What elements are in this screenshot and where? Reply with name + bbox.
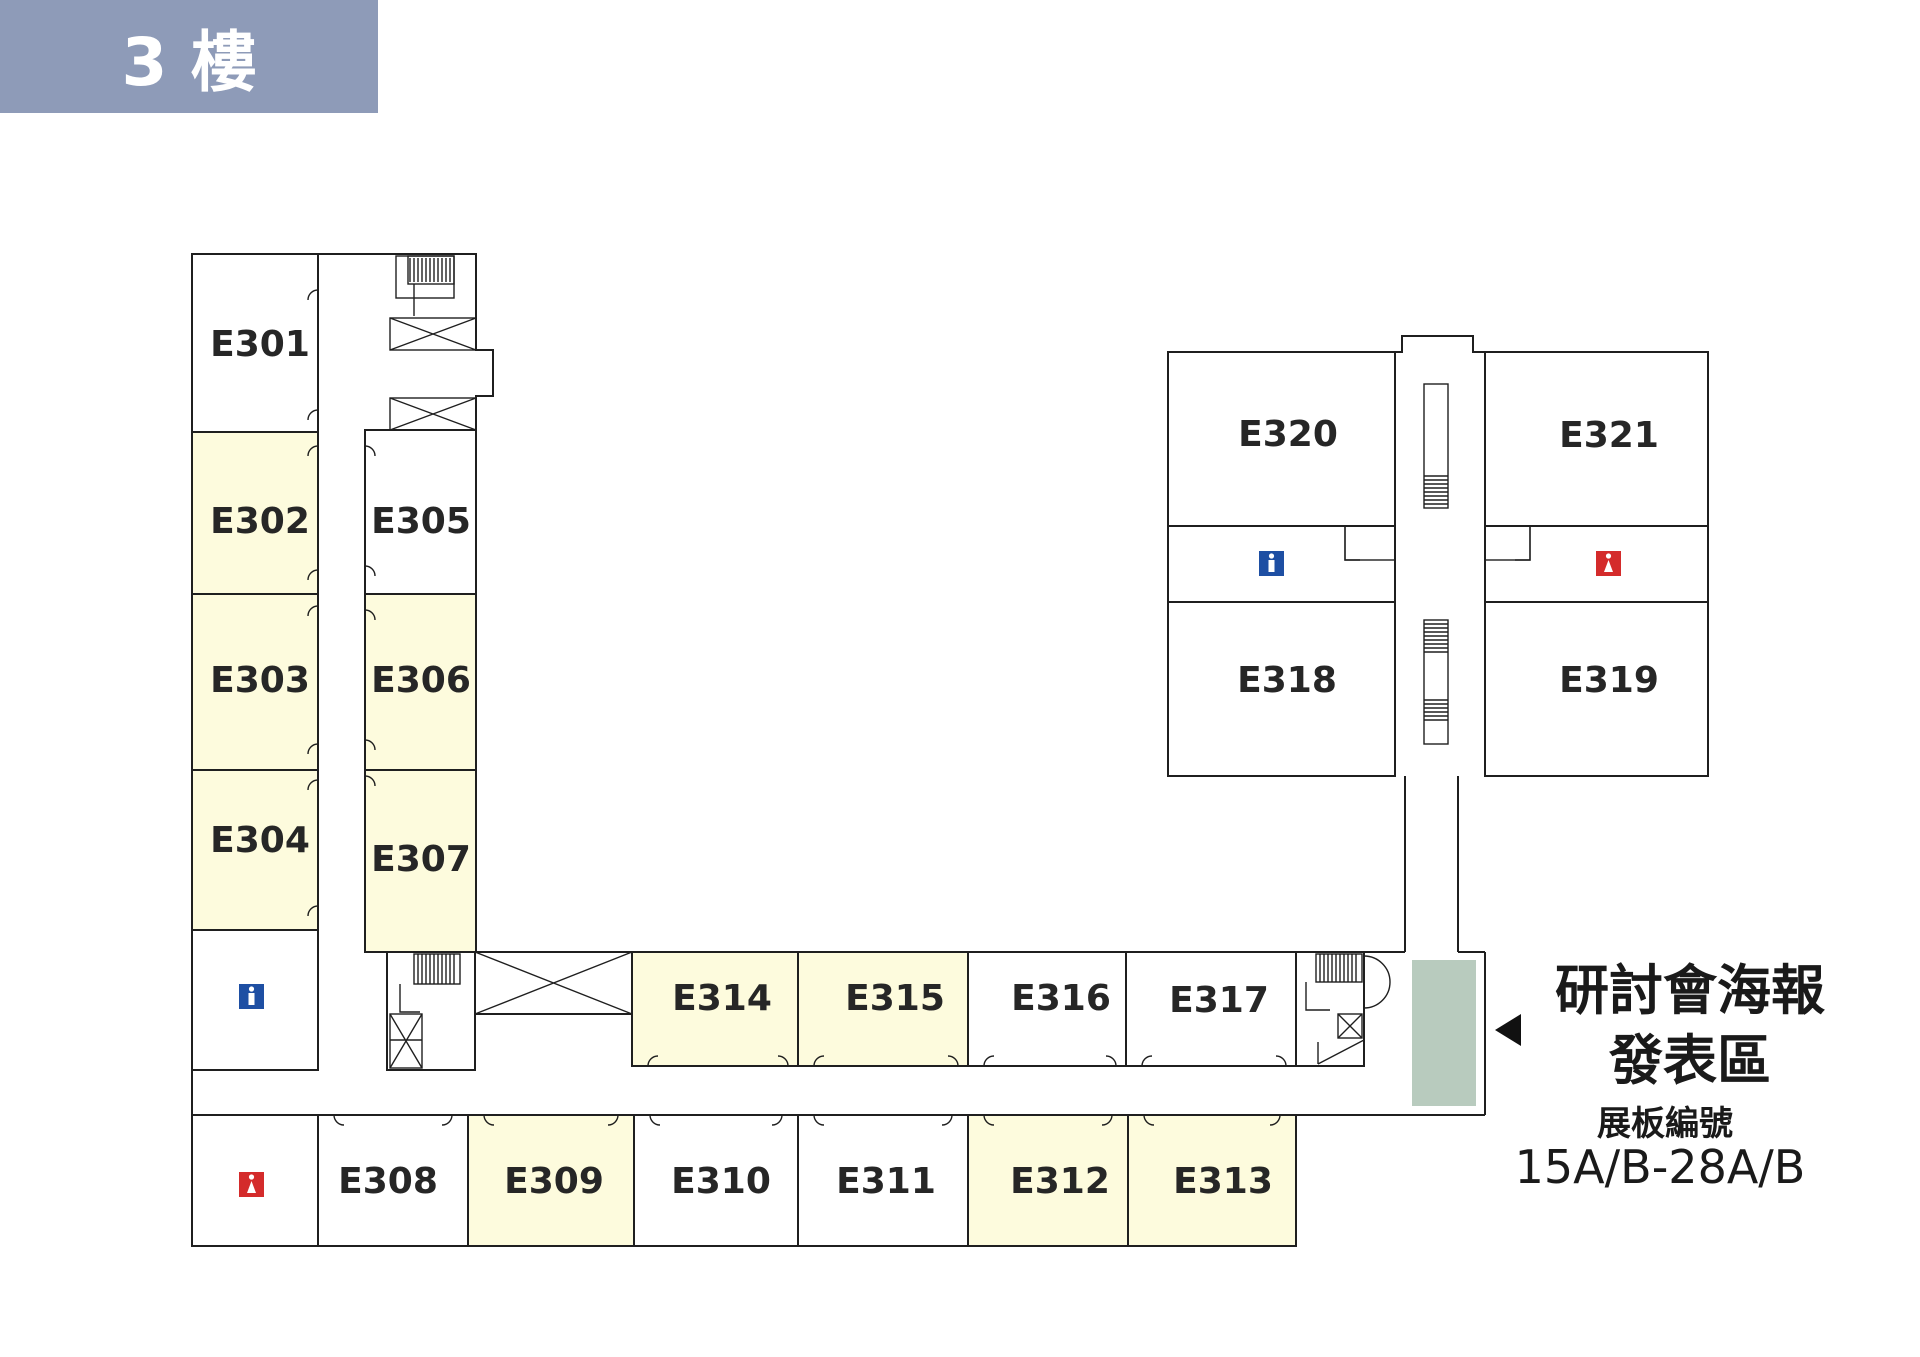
room-e317 (1125, 951, 1297, 1067)
restroom-male-icon (239, 984, 264, 1009)
room-label: E301 (210, 324, 310, 365)
room-label: E304 (210, 820, 310, 861)
room-label: E306 (371, 660, 471, 701)
room-label: E308 (338, 1161, 438, 1202)
elevator-icon (389, 317, 477, 431)
board-number-label: 展板編號 (1597, 1104, 1733, 1144)
room-e319 (1484, 601, 1709, 777)
room-e316 (967, 951, 1127, 1067)
room-label: E318 (1237, 660, 1337, 701)
room-label: E317 (1169, 980, 1269, 1021)
room-e315 (797, 951, 969, 1067)
stairs-icon (1305, 953, 1391, 1011)
board-number-range: 15A/B-28A/B (1514, 1140, 1806, 1194)
room-e301 (191, 253, 319, 433)
poster-zone (1412, 960, 1476, 1106)
room-e308 (317, 1114, 469, 1247)
restroom-male-icon (1259, 551, 1284, 576)
poster-area-title-line2: 發表區 (1609, 1029, 1771, 1092)
elevator-icon (1317, 1013, 1365, 1065)
room-label: E310 (671, 1161, 771, 1202)
stairs-icon (1424, 623, 1448, 721)
restroom-female-icon (239, 1172, 264, 1197)
pointer-arrow-icon (1495, 1014, 1521, 1046)
room-e303 (191, 593, 319, 771)
poster-area-title-line1: 研討會海報 (1555, 959, 1825, 1022)
room-label: E321 (1559, 415, 1659, 456)
stairs-icon (399, 953, 461, 1013)
room-label: E311 (836, 1161, 936, 1202)
room-label: E302 (210, 501, 310, 542)
room-label: E309 (504, 1161, 604, 1202)
room-label: E313 (1173, 1161, 1273, 1202)
stairs-icon (1424, 475, 1448, 505)
room-label: E314 (672, 978, 772, 1019)
floor-badge: 3 樓 (0, 0, 378, 113)
room-e305 (364, 429, 477, 595)
room-label: E312 (1010, 1161, 1110, 1202)
room-e304 (191, 769, 319, 931)
room-label: E307 (371, 839, 471, 880)
room-label: E316 (1011, 978, 1111, 1019)
room-e314 (631, 951, 799, 1067)
room-label: E305 (371, 501, 471, 542)
room-e318 (1167, 601, 1396, 777)
room-e306 (364, 593, 477, 771)
elevator-icon (389, 1013, 423, 1069)
stairs-icon (395, 255, 455, 316)
room-e311 (797, 1114, 969, 1247)
room-e321 (1484, 351, 1709, 527)
room-e320 (1167, 351, 1396, 527)
room-label: E303 (210, 660, 310, 701)
restroom-female-icon (1596, 551, 1621, 576)
room-label: E320 (1238, 414, 1338, 455)
floor-label: 3 樓 (121, 23, 257, 101)
room-e313 (1127, 1114, 1297, 1247)
room-label: E319 (1559, 660, 1659, 701)
room-label: E315 (845, 978, 945, 1019)
room-e302 (191, 431, 319, 595)
room-e307 (364, 769, 477, 953)
room-e312 (967, 1114, 1129, 1247)
